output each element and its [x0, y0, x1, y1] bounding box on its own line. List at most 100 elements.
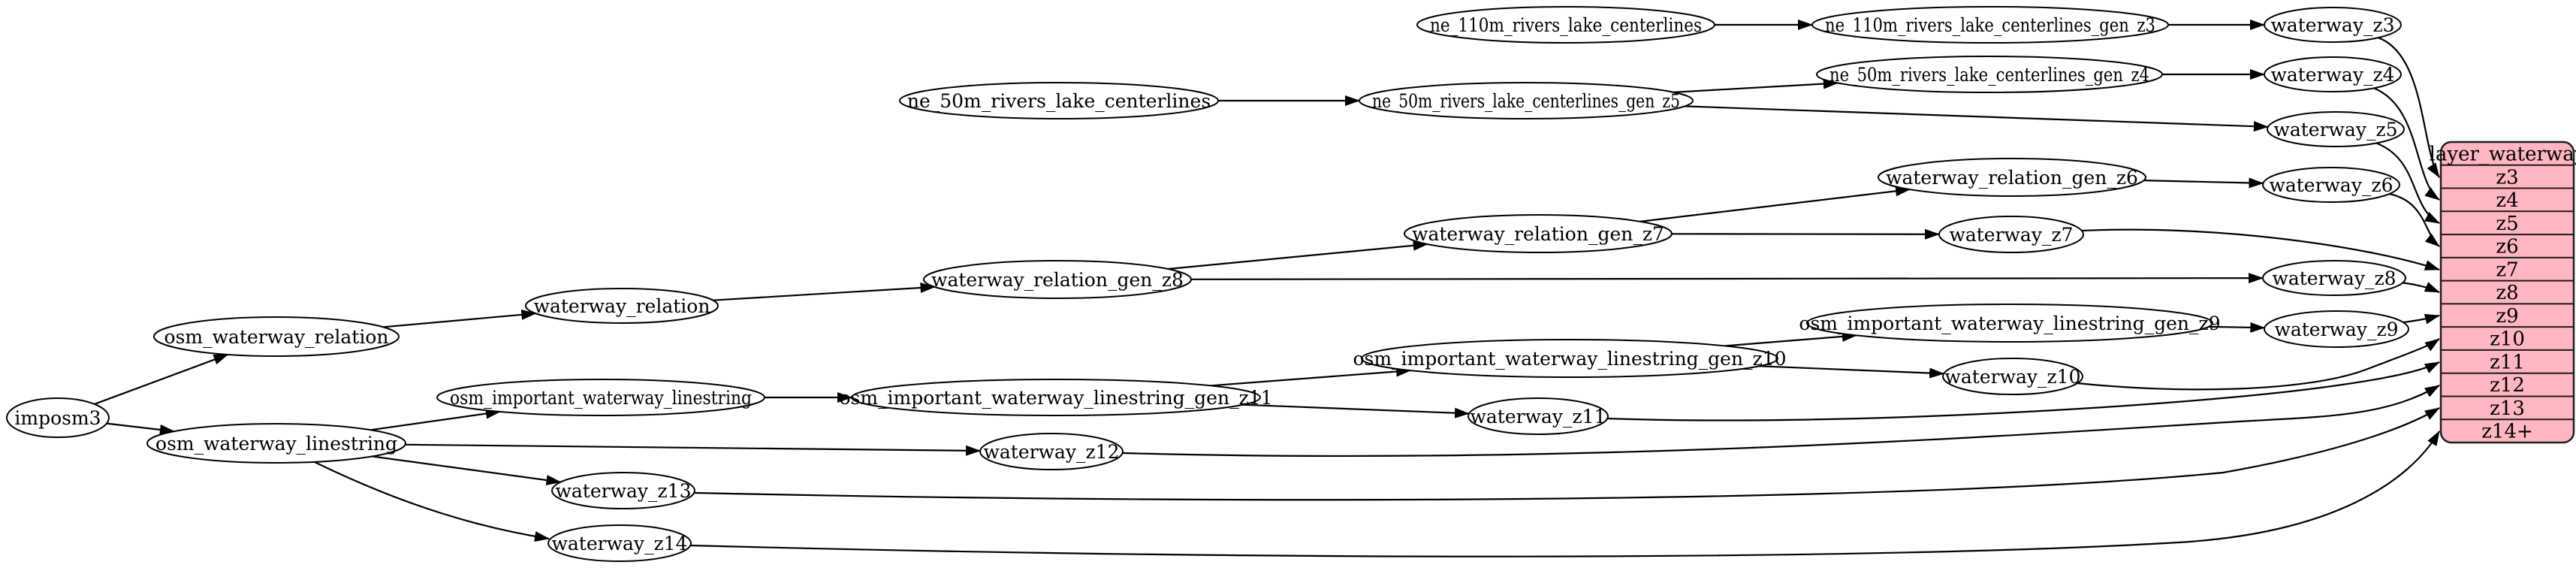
node-ellipse-waterway-z7 [1938, 216, 2084, 253]
node-label-osm-important-waterway-linestring: osm_important_waterway_linestring [450, 387, 752, 409]
edge-waterway-z10-layer-waterway-z10 [2077, 338, 2440, 391]
node-waterway-z6: waterway_z6 [2262, 167, 2400, 203]
node-ellipse-waterway-z13 [551, 472, 695, 509]
node-ellipse-waterway-z9 [2264, 310, 2409, 348]
node-osm-important-waterway-linestring: osm_important_waterway_linestring [436, 379, 765, 416]
node-waterway-z3: waterway_z3 [2264, 7, 2402, 43]
node-ellipse-waterway-relation [525, 288, 719, 324]
edge-waterway-z13-layer-waterway-z13 [694, 407, 2440, 501]
layer-waterway-table-body [2439, 140, 2575, 444]
edge-waterway-relation-gen-z7-waterway-relation-gen-z6 [1639, 186, 1911, 222]
table-row-z6: z6 [2496, 236, 2518, 258]
edge-osm-important-waterway-linestring-gen-z10-waterway-z10 [1759, 365, 1945, 379]
node-waterway-z9: waterway_z9 [2264, 310, 2409, 348]
node-waterway-z11: waterway_z11 [1467, 397, 1609, 435]
node-ellipse-ne-50m-rivers-lake-centerlines-gen-z4 [1816, 56, 2163, 93]
layer-waterway-table: layer_waterwayz3z4z5z6z7z8z9z10z11z12z13… [2430, 140, 2576, 444]
node-label-waterway-z6: waterway_z6 [2269, 174, 2393, 196]
node-ne-50m-rivers-lake-centerlines-gen-z5: ne_50m_rivers_lake_centerlines_gen_z5 [1359, 82, 1694, 119]
table-row-z5: z5 [2496, 213, 2518, 235]
node-label-waterway-relation-gen-z8: waterway_relation_gen_z8 [931, 269, 1184, 291]
node-label-ne-110m-rivers-lake-centerlines: ne_110m_rivers_lake_centerlines [1430, 14, 1702, 36]
edge-waterway-relation-gen-z8-waterway-z8 [1190, 273, 2264, 284]
edge-waterway-relation-waterway-relation-gen-z8 [713, 282, 936, 301]
node-label-waterway-z10: waterway_z10 [1944, 366, 2080, 388]
node-label-waterway-z4: waterway_z4 [2270, 64, 2394, 86]
node-ellipse-waterway-z6 [2262, 167, 2400, 203]
edge-waterway-z5-layer-waterway-z5 [2375, 141, 2440, 224]
edge-waterway-z6-layer-waterway-z6 [2388, 192, 2440, 247]
node-ellipse-waterway-z8 [2262, 260, 2406, 296]
node-label-ne-50m-rivers-lake-centerlines-gen-z5: ne_50m_rivers_lake_centerlines_gen_z5 [1372, 90, 1680, 112]
edge-osm-waterway-linestring-waterway-z13 [372, 455, 562, 485]
node-waterway-relation-gen-z6: waterway_relation_gen_z6 [1878, 158, 2146, 197]
edge-imposm3-osm-waterway-linestring [106, 422, 175, 435]
node-osm-important-waterway-linestring-gen-z10: osm_important_waterway_linestring_gen_z1… [1353, 339, 1787, 378]
node-waterway-relation-gen-z8: waterway_relation_gen_z8 [923, 260, 1192, 299]
node-waterway-z4: waterway_z4 [2264, 56, 2402, 92]
table-row-z11: z11 [2490, 351, 2525, 373]
node-ellipse-osm-important-waterway-linestring [436, 379, 765, 416]
node-ellipse-waterway-relation-gen-z7 [1404, 214, 1673, 253]
node-label-waterway-z12: waterway_z12 [983, 441, 1119, 463]
node-label-osm-waterway-linestring: osm_waterway_linestring [155, 433, 397, 455]
table-row-z10: z10 [2490, 328, 2525, 351]
node-waterway-relation-gen-z7: waterway_relation_gen_z7 [1404, 214, 1673, 253]
node-ellipse-waterway-z3 [2264, 7, 2402, 43]
node-ellipse-imposm3 [6, 397, 110, 438]
edge-osm-waterway-relation-waterway-relation [383, 309, 537, 328]
node-ne-50m-rivers-lake-centerlines: ne_50m_rivers_lake_centerlines [899, 82, 1219, 119]
node-waterway-relation: waterway_relation [525, 288, 719, 324]
node-imposm3: imposm3 [6, 397, 110, 438]
edge-osm-important-waterway-linestring-gen-z9-waterway-z9 [2208, 322, 2266, 333]
node-waterway-z12: waterway_z12 [979, 433, 1124, 470]
node-label-waterway-relation-gen-z6: waterway_relation_gen_z6 [1886, 167, 2138, 189]
node-label-ne-50m-rivers-lake-centerlines-gen-z4: ne_50m_rivers_lake_centerlines_gen_z4 [1829, 64, 2149, 86]
edge-waterway-z14-layer-waterway-z14plus [690, 431, 2440, 557]
nodes-layer: imposm3osm_waterway_relationosm_waterway… [6, 6, 2409, 562]
table-row-z8: z8 [2496, 282, 2518, 304]
node-label-waterway-z3: waterway_z3 [2270, 14, 2394, 36]
edge-ne-50m-rivers-lake-centerlines-gen-z5-ne-50m-rivers-lake-centerlines-gen-z4 [1673, 78, 1838, 93]
edge-waterway-z7-layer-waterway-z7 [2081, 228, 2440, 271]
node-osm-important-waterway-linestring-gen-z9: osm_important_waterway_linestring_gen_z9 [1799, 304, 2221, 343]
table-row-z12: z12 [2490, 374, 2525, 397]
node-label-waterway-z8: waterway_z8 [2272, 267, 2396, 289]
node-label-waterway-z11: waterway_z11 [1470, 406, 1606, 428]
node-ellipse-ne-110m-rivers-lake-centerlines-gen-z3 [1811, 6, 2169, 44]
table-row-z13: z13 [2490, 397, 2525, 420]
edge-ne-50m-rivers-lake-centerlines-gen-z5-waterway-z5 [1685, 105, 2269, 132]
node-ellipse-waterway-z12 [979, 433, 1124, 470]
node-ne-110m-rivers-lake-centerlines: ne_110m_rivers_lake_centerlines [1416, 6, 1715, 44]
node-ellipse-ne-50m-rivers-lake-centerlines [899, 82, 1219, 119]
table-row-z4: z4 [2496, 189, 2518, 212]
edge-waterway-z4-layer-waterway-z4 [2372, 86, 2440, 201]
edge-waterway-z3-layer-waterway-z3 [2377, 36, 2440, 178]
edges-layer [94, 20, 2440, 557]
node-ellipse-osm-important-waterway-linestring-gen-z10 [1361, 339, 1778, 378]
node-ellipse-waterway-z10 [1942, 358, 2083, 395]
table-row-z9: z9 [2496, 305, 2518, 328]
edge-waterway-relation-gen-z6-waterway-z6 [2143, 177, 2264, 189]
node-ne-50m-rivers-lake-centerlines-gen-z4: ne_50m_rivers_lake_centerlines_gen_z4 [1816, 56, 2163, 93]
node-waterway-z7: waterway_z7 [1938, 216, 2084, 253]
node-ellipse-waterway-z14 [547, 524, 692, 562]
node-label-ne-110m-rivers-lake-centerlines-gen-z3: ne_110m_rivers_lake_centerlines_gen_z3 [1825, 14, 2155, 36]
node-ellipse-ne-110m-rivers-lake-centerlines [1416, 6, 1715, 44]
node-label-waterway-z5: waterway_z5 [2273, 119, 2397, 140]
node-label-osm-important-waterway-linestring-gen-z10: osm_important_waterway_linestring_gen_z1… [1353, 348, 1786, 370]
layer-waterway-table-title: layer_waterway [2430, 143, 2576, 165]
node-ellipse-osm-important-waterway-linestring-gen-z9 [1806, 304, 2213, 343]
node-label-waterway-z13: waterway_z13 [555, 480, 691, 502]
node-ellipse-osm-important-waterway-linestring-gen-z11 [851, 379, 1261, 416]
edge-waterway-z11-layer-waterway-z11 [1606, 361, 2440, 421]
node-ellipse-osm-waterway-relation [153, 316, 400, 357]
edge-osm-waterway-linestring-osm-important-waterway-linestring [370, 408, 501, 431]
node-label-osm-important-waterway-linestring-gen-z9: osm_important_waterway_linestring_gen_z9 [1799, 313, 2220, 334]
edge-osm-waterway-linestring-waterway-z14 [314, 461, 550, 542]
node-waterway-z5: waterway_z5 [2267, 111, 2405, 147]
node-osm-waterway-linestring: osm_waterway_linestring [146, 423, 406, 464]
table-row-z3: z3 [2496, 166, 2518, 189]
edge-osm-waterway-linestring-waterway-z12 [405, 443, 982, 456]
